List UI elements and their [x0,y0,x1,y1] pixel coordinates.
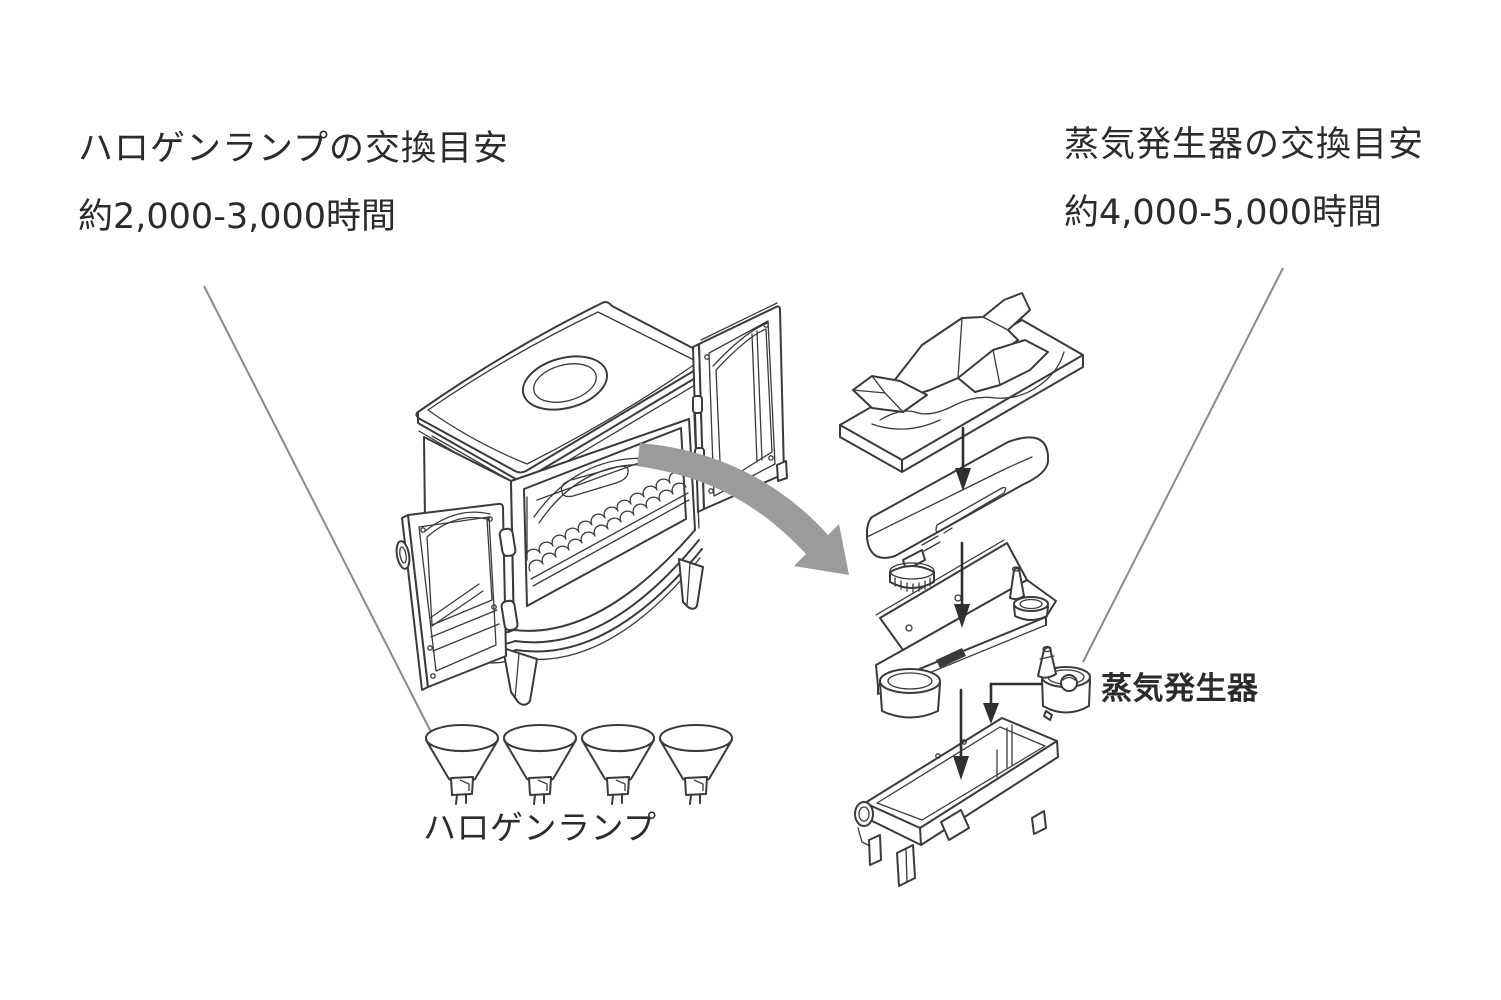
halogen-part-label: ハロゲンランプ [423,808,657,847]
tank-spout [854,801,874,847]
left-door [395,502,519,691]
transfer-arrow [637,443,849,575]
cover-ribbed-knob [889,562,935,593]
firebox-interior [523,427,690,607]
water-tray [875,539,1057,719]
steam-generator-insert-arrow [989,682,1043,707]
tray-socket [1009,566,1049,621]
halogen-lamp-2 [503,724,577,805]
leader-lines [203,267,1284,735]
steam-leader-line [1082,267,1284,663]
water-tank [854,717,1059,887]
halogen-leader-line [203,285,433,735]
log-set [852,292,1049,413]
steam-generator-part [1037,645,1091,721]
halogen-lamp-4 [659,724,733,805]
steam-replacement-title: 蒸気発生器の交換目安 [1064,125,1425,165]
steam-part-label: 蒸気発生器 [1101,671,1259,707]
steam-lifespan-hours: 約4,000-5,000時間 [1064,193,1383,233]
assembly-arrows [953,426,1043,780]
halogen-replacement-title: ハロゲンランプの交換目安 [78,129,509,169]
halogen-lamp-3 [581,724,655,805]
exploded-view [839,292,1091,887]
steam-outlet-cover [866,436,1049,593]
halogen-lamps [425,724,733,805]
stove-illustration [395,301,788,706]
right-door [692,302,788,513]
halogen-lamp-1 [425,724,499,805]
halogen-lifespan-hours: 約2,000-3,000時間 [78,197,397,237]
tray-cup [879,668,941,719]
door-handle [395,540,411,570]
stove-legs [502,558,704,706]
